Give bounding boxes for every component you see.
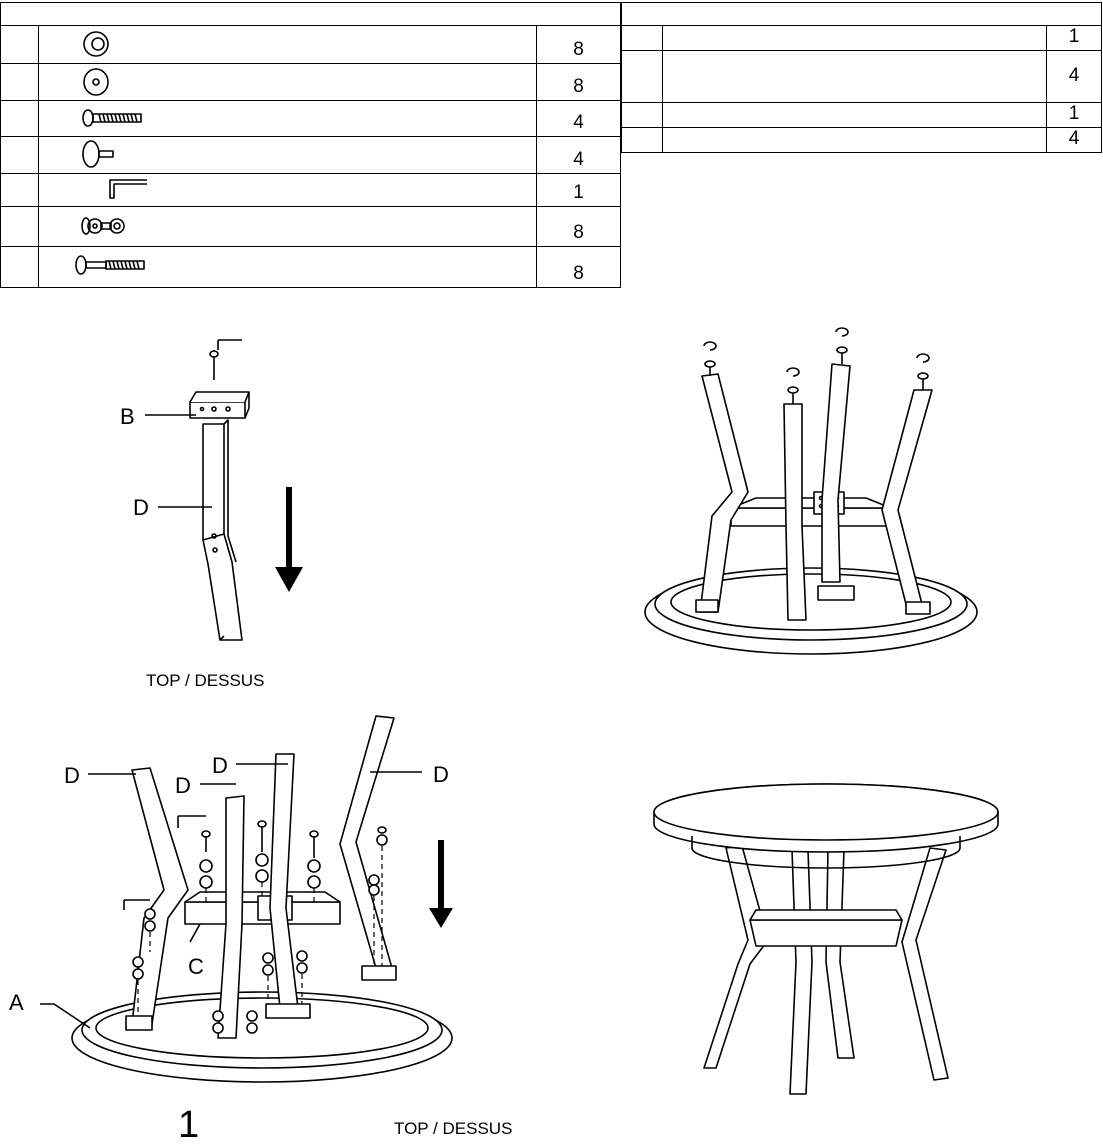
label-d: D [212, 753, 228, 778]
finished-table-figure [653, 783, 999, 1095]
leg-d [202, 419, 243, 641]
table-row: 1 [0, 173, 621, 207]
qty-cell: 4 [536, 100, 621, 137]
label-d: D [64, 763, 80, 788]
label-c: C [188, 954, 204, 979]
hardware-table-header [0, 2, 621, 26]
qty-cell: 4 [536, 136, 621, 174]
table-row: 1 [621, 25, 1102, 51]
top-dessus-caption: TOP / DESSUS [394, 1119, 513, 1138]
leg-d [695, 373, 749, 613]
qty-cell: 8 [536, 206, 621, 247]
allen-key-icon [109, 179, 147, 199]
label-b: B [120, 404, 135, 429]
qty-cell: 1 [1046, 25, 1102, 51]
long-bolt-icon [75, 255, 145, 275]
leg-d [783, 403, 807, 621]
label-a: A [9, 990, 24, 1015]
hardware-table: 8 8 4 4 [0, 2, 621, 288]
leveler-install-figure [644, 327, 978, 655]
table-row: 4 [0, 100, 621, 137]
washer-set-icon [81, 217, 125, 235]
qty-cell: 1 [536, 173, 621, 207]
washer-icon [83, 31, 109, 57]
qty-cell: 8 [536, 63, 621, 101]
flat-washer-icon [83, 68, 109, 96]
label-d: D [175, 773, 191, 798]
bolt-icon [82, 109, 142, 127]
qty-cell: 8 [536, 246, 621, 288]
leg-attach-figure [145, 339, 303, 641]
table-row: 4 [0, 136, 621, 174]
leg-d [881, 389, 933, 615]
qty-cell: 4 [1046, 127, 1102, 153]
table-row: 8 [0, 25, 621, 64]
parts-table: 1 4 1 4 [621, 2, 1102, 153]
qty-cell: 8 [536, 25, 621, 64]
table-row: 1 [621, 102, 1102, 128]
top-dessus-caption: TOP / DESSUS [146, 671, 265, 690]
label-d: D [133, 495, 149, 520]
table-row: 4 [621, 50, 1102, 103]
bracket-b [189, 391, 250, 419]
table-row: 4 [621, 127, 1102, 153]
table-row: 8 [0, 206, 621, 247]
label-d: D [433, 762, 449, 787]
qty-cell: 1 [1046, 102, 1102, 128]
leveler-foot-icon [703, 327, 930, 404]
down-arrow-icon [275, 487, 303, 592]
washer-set-icon [132, 820, 388, 1034]
table-row: 8 [0, 63, 621, 101]
leg-d [817, 363, 855, 601]
parts-table-header [621, 2, 1102, 26]
exploded-assembly-figure [40, 715, 453, 1083]
qty-cell: 4 [1046, 50, 1102, 103]
down-arrow-icon [429, 840, 453, 928]
leveler-foot-icon [82, 140, 114, 168]
step-number: 1 [178, 1104, 200, 1146]
table-row: 8 [0, 246, 621, 288]
bolt-icon [209, 350, 219, 380]
